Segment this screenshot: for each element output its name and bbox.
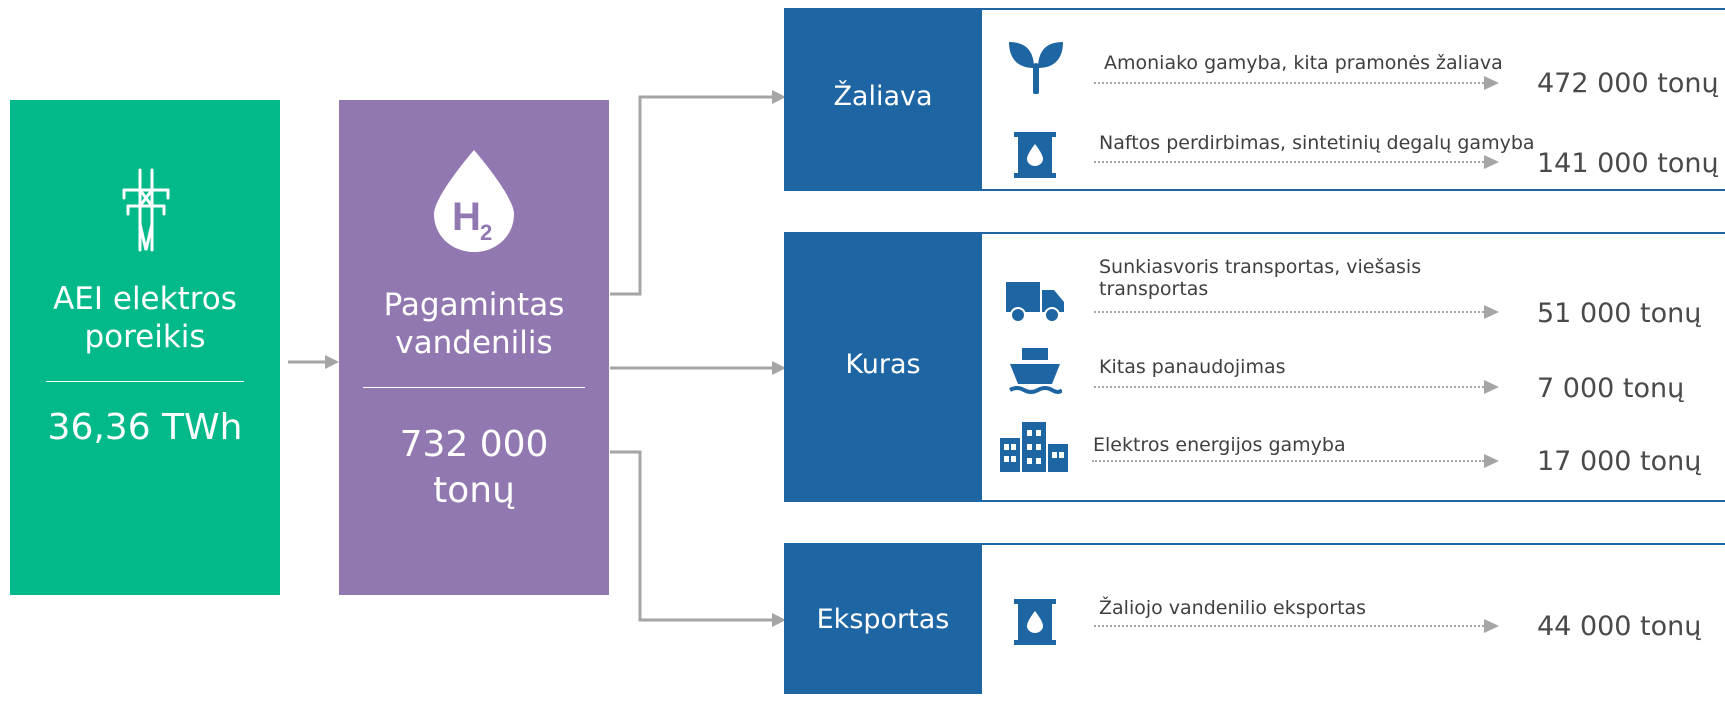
row-label-export: Žaliojo vandenilio eksportas — [1099, 597, 1367, 619]
category-kuras: Kuras — [784, 232, 982, 502]
category-zaliava-label: Žaliava — [833, 81, 933, 112]
hydrogen-divider — [363, 387, 585, 388]
row-value-export: 44 000 tonų — [1537, 611, 1702, 642]
arrow-to-zaliava — [610, 95, 772, 296]
source-value: 36,36 TWh — [47, 407, 243, 448]
row-label-other-use: Kitas panaudojimas — [1099, 356, 1286, 378]
sprout-icon — [1009, 42, 1063, 94]
row-arrow-heavy-transport — [1484, 305, 1499, 319]
hydrogen-value: 732 000 tonų — [399, 424, 549, 511]
renewable-demand-box: AEI elektros poreikis 36,36 TWh — [10, 100, 280, 595]
row-arrow-electricity — [1484, 454, 1499, 468]
row-dots-refining — [1094, 161, 1484, 163]
row-value-other-use: 7 000 tonų — [1537, 373, 1685, 404]
hydrogen-drop-icon: H 2 — [434, 150, 514, 252]
row-dots-electricity — [1092, 460, 1484, 462]
arrow-to-eksportas — [610, 450, 772, 622]
row-dots-other-use — [1094, 386, 1484, 388]
power-pylon-icon — [122, 168, 170, 252]
truck-icon — [1006, 282, 1064, 323]
panel-eksportas: Žaliojo vandenilio eksportas 44 000 tonų — [982, 543, 1725, 705]
source-divider — [46, 381, 244, 382]
panel-kuras: Sunkiasvoris transportas, viešasis trans… — [982, 232, 1725, 502]
row-arrow-other-use — [1484, 380, 1499, 394]
hydrogen-title: Pagamintas vandenilis — [383, 287, 565, 361]
row-value-electricity: 17 000 tonų — [1537, 446, 1702, 477]
row-dots-ammonia — [1094, 82, 1484, 84]
row-label-ammonia: Amoniako gamyba, kita pramonės žaliava — [1104, 52, 1503, 74]
ship-icon — [1009, 348, 1062, 394]
oil-barrel-icon — [1014, 599, 1056, 645]
row-arrow-ammonia — [1484, 76, 1499, 90]
category-zaliava: Žaliava — [784, 8, 982, 191]
row-arrow-export — [1484, 619, 1499, 633]
row-arrow-refining — [1484, 155, 1499, 169]
factory-icon — [1000, 422, 1068, 472]
oil-barrel-icon — [1014, 132, 1056, 178]
panel-zaliava: Amoniako gamyba, kita pramonės žaliava 4… — [982, 8, 1725, 191]
row-value-heavy-transport: 51 000 tonų — [1537, 298, 1702, 329]
row-dots-heavy-transport — [1094, 311, 1484, 313]
hydrogen-symbol: H — [452, 195, 481, 239]
row-label-refining: Naftos perdirbimas, sintetinių degalų ga… — [1099, 132, 1535, 154]
row-label-heavy-transport: Sunkiasvoris transportas, viešasis trans… — [1099, 256, 1422, 300]
row-dots-export — [1094, 625, 1484, 627]
row-label-electricity: Elektros energijos gamyba — [1093, 434, 1346, 456]
row-value-ammonia: 472 000 tonų — [1537, 68, 1719, 99]
row-value-refining: 141 000 tonų — [1537, 148, 1719, 179]
hydrogen-produced-box: H 2 Pagamintas vandenilis 732 000 tonų — [339, 100, 609, 595]
hydrogen-subscript: 2 — [480, 220, 492, 245]
source-title: AEI elektros poreikis — [53, 281, 237, 355]
category-eksportas-label: Eksportas — [816, 604, 950, 635]
category-kuras-label: Kuras — [845, 349, 921, 380]
category-eksportas: Eksportas — [784, 543, 982, 694]
